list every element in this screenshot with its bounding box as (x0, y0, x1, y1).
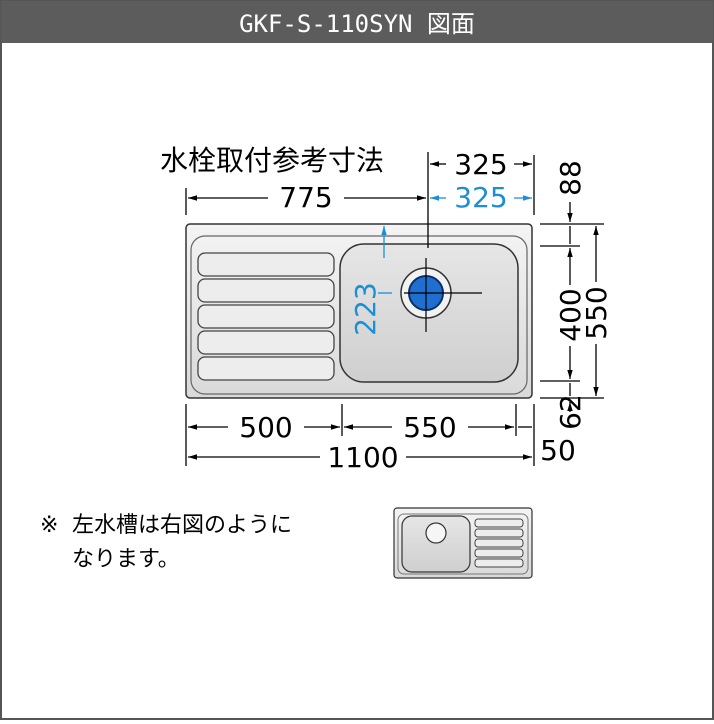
variant-drain-icon (425, 522, 447, 544)
variant-inner-rim (397, 513, 529, 575)
dim-bowl-width: 550 (403, 411, 456, 444)
dim-faucet-y: 223 (349, 282, 382, 335)
drainboard-ribs (197, 252, 335, 381)
drainboard-rib (197, 330, 335, 355)
header-bar (1, 1, 713, 43)
left-bowl-variant-diagram (393, 507, 533, 579)
dim-right-margin: 50 (540, 434, 576, 467)
dim-bottom-edge: 62 (554, 394, 587, 430)
sink-plan (185, 223, 533, 399)
dim-total-depth: 550 (580, 286, 613, 339)
dim-total-width: 1100 (327, 441, 398, 474)
note: ※ 左水槽は右図のように なります。 (40, 513, 292, 572)
variant-rib (474, 548, 524, 558)
right-dimensions: 88 400 550 62 (540, 160, 613, 430)
variant-rib (474, 518, 524, 528)
variant-ribs (474, 518, 524, 568)
faucet-y-dimension: 223 (349, 226, 392, 336)
top-dimensions: 775 325 325 (185, 148, 535, 248)
dim-faucet-x: 775 (279, 181, 332, 214)
variant-rib (474, 528, 524, 538)
dim-right-top-blue: 325 (454, 181, 507, 214)
header-title: GKF-S-110SYN 図面 (239, 10, 475, 38)
dim-bowl-depth: 400 (554, 288, 587, 341)
faucet-reference-label: 水栓取付参考寸法 (160, 144, 384, 177)
dim-drainboard-width: 500 (239, 411, 292, 444)
note-line-2: なります。 (72, 547, 180, 572)
note-mark: ※ (40, 513, 58, 538)
dim-top-edge: 88 (554, 160, 587, 196)
dim-right-top-black: 325 (454, 148, 507, 181)
bottom-dimensions: 500 550 50 1100 (185, 404, 576, 474)
drainboard-rib (197, 278, 335, 303)
variant-rib (474, 558, 524, 568)
drainboard-rib (197, 356, 335, 381)
variant-bowl (401, 515, 471, 573)
variant-rib (474, 538, 524, 548)
drainboard-rib (197, 304, 335, 329)
note-line-1: 左水槽は右図のように (72, 513, 292, 538)
drainboard-rib (197, 252, 335, 277)
sink-inner-rim (190, 235, 528, 395)
